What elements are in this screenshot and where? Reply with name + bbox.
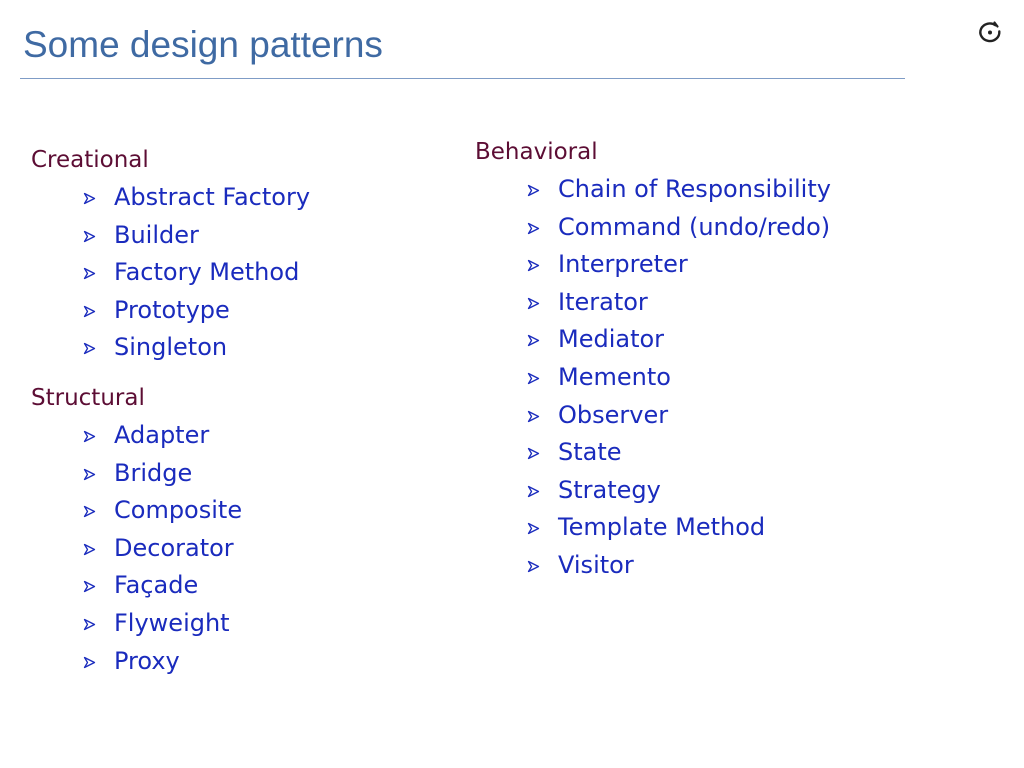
arrow-bullet-icon [83, 230, 96, 242]
list-item-label: Observer [558, 400, 669, 429]
arrow-bullet-icon [83, 543, 96, 555]
list-item: Proxy [83, 643, 451, 681]
arrow-bullet-icon [83, 581, 96, 593]
group-creational: Creational Abstract Factory Builder Fact… [31, 141, 451, 367]
list-item-label: Façade [114, 571, 199, 600]
list-item-label: Bridge [114, 458, 193, 487]
list-item-label: Builder [114, 220, 199, 249]
list-item: Factory Method [83, 254, 451, 292]
list-item-label: Abstract Factory [114, 183, 311, 211]
slide-title: Some design patterns [23, 24, 383, 65]
list-item-label: Template Method [558, 513, 766, 542]
list-item: Singleton [83, 329, 451, 367]
list-item-label: Command (undo/redo) [558, 212, 831, 241]
arrow-bullet-icon [83, 430, 96, 443]
arrow-bullet-icon [527, 222, 540, 234]
group-behavioral: Behavioral Chain of Responsibility Comma… [475, 133, 995, 585]
arrow-bullet-icon [83, 506, 96, 518]
group-title: Structural [31, 384, 145, 411]
arrow-bullet-icon [527, 184, 540, 197]
list-item-label: Composite [114, 496, 243, 525]
list-item-label: Memento [558, 362, 671, 391]
arrow-bullet-icon [527, 410, 540, 422]
arrow-bullet-icon [527, 297, 540, 309]
list-item: Prototype [83, 292, 451, 330]
list-item-label: Interpreter [558, 250, 688, 279]
group-title: Creational [31, 147, 149, 173]
list-item-label: Singleton [114, 333, 228, 362]
arrow-bullet-icon [83, 343, 96, 355]
list-item-label: Prototype [114, 295, 230, 324]
list-item: Chain of Responsibility [527, 171, 995, 209]
eiffel-logo-icon [979, 21, 1001, 43]
arrow-bullet-icon [527, 335, 540, 347]
list-item-label: Mediator [558, 325, 665, 354]
list-item-label: Adapter [114, 420, 210, 449]
arrow-bullet-icon [83, 468, 96, 480]
arrow-bullet-icon [527, 448, 540, 460]
list-item: Bridge [83, 455, 451, 493]
list-item: Composite [83, 492, 451, 530]
right-column: Behavioral Chain of Responsibility Comma… [475, 133, 995, 585]
list-item-label: Flyweight [114, 608, 230, 637]
pattern-list: Adapter Bridge Composite Decorator Façad… [31, 417, 451, 680]
arrow-bullet-icon [83, 192, 96, 205]
pattern-list: Chain of Responsibility Command (undo/re… [475, 171, 995, 585]
list-item: State [527, 434, 995, 472]
arrow-bullet-icon [83, 268, 96, 280]
arrow-bullet-icon [527, 523, 540, 535]
list-item: Flyweight [83, 605, 451, 643]
list-item: Strategy [527, 472, 995, 510]
left-column: Creational Abstract Factory Builder Fact… [31, 141, 451, 680]
list-item: Builder [83, 217, 451, 255]
title-underline [20, 78, 905, 79]
list-item: Interpreter [527, 246, 995, 284]
list-item-label: Proxy [114, 646, 180, 675]
arrow-bullet-icon [83, 656, 96, 668]
list-item: Adapter [83, 417, 451, 455]
arrow-bullet-icon [527, 372, 540, 385]
list-item: Decorator [83, 530, 451, 568]
list-item-label: Decorator [114, 533, 234, 562]
list-item-label: Factory Method [114, 258, 300, 287]
group-title: Behavioral [475, 139, 598, 165]
list-item-label: Visitor [558, 550, 634, 579]
list-item: Memento [527, 359, 995, 397]
arrow-bullet-icon [527, 560, 540, 573]
arrow-bullet-icon [83, 305, 96, 317]
list-item: Mediator [527, 321, 995, 359]
list-item: Abstract Factory [83, 179, 451, 217]
list-item: Façade [83, 567, 451, 605]
list-item: Visitor [527, 547, 995, 585]
list-item: Iterator [527, 284, 995, 322]
list-item: Command (undo/redo) [527, 209, 995, 247]
group-structural: Structural Adapter Bridge Composite Deco… [31, 379, 451, 680]
pattern-list: Abstract Factory Builder Factory Method … [31, 179, 451, 367]
arrow-bullet-icon [83, 618, 96, 631]
list-item-label: Iterator [558, 287, 648, 316]
list-item: Template Method [527, 509, 995, 547]
arrow-bullet-icon [527, 485, 540, 497]
list-item-label: State [558, 438, 622, 467]
list-item-label: Chain of Responsibility [558, 175, 831, 203]
list-item-label: Strategy [558, 475, 661, 504]
arrow-bullet-icon [527, 260, 540, 272]
list-item: Observer [527, 397, 995, 435]
